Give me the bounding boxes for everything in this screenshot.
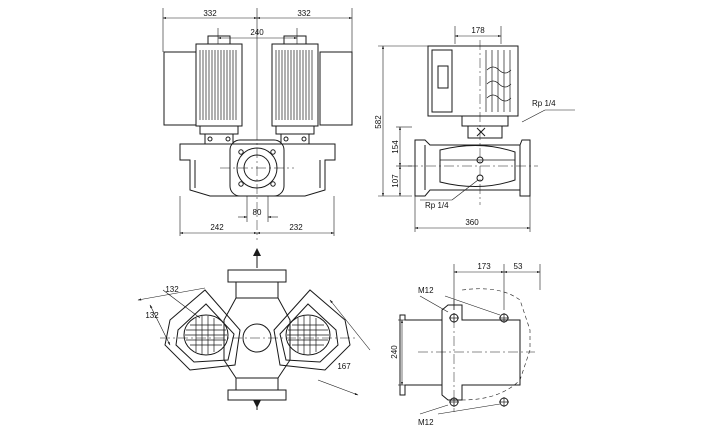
dim-lower-height: 107 [391, 174, 400, 188]
side-view: 178 582 154 107 [374, 26, 575, 232]
dim-inlet: 80 [253, 208, 262, 217]
dim-foot-right: 232 [289, 223, 303, 232]
dim-overall-right: 332 [297, 9, 311, 18]
label-bolt-bottom: M12 [418, 418, 434, 427]
dim-diagonal: 167 [337, 362, 351, 371]
dim-foot-left: 242 [210, 223, 224, 232]
top-view: 132 132 167 [137, 248, 371, 410]
dim-motor-width: 178 [471, 26, 485, 35]
dim-upper-height: 154 [391, 140, 400, 154]
dim-width: 240 [390, 345, 399, 359]
dim-flange-b: 132 [145, 311, 159, 320]
dim-hole-spacing: 173 [477, 262, 491, 271]
dim-overall-left: 332 [203, 9, 217, 18]
foot-view: 173 53 240 M12 M12 [390, 262, 541, 427]
dim-hole-offset: 53 [514, 262, 523, 271]
dim-base-length: 360 [465, 218, 479, 227]
label-port-top: Rp 1/4 [532, 99, 556, 108]
dim-motor-spacing: 240 [250, 28, 264, 37]
label-port-bottom: Rp 1/4 [425, 201, 449, 210]
label-bolt-top: M12 [418, 286, 434, 295]
dim-total-height: 582 [374, 115, 383, 129]
front-view: 332 332 240 [162, 8, 353, 240]
dim-flange-a: 132 [165, 285, 179, 294]
